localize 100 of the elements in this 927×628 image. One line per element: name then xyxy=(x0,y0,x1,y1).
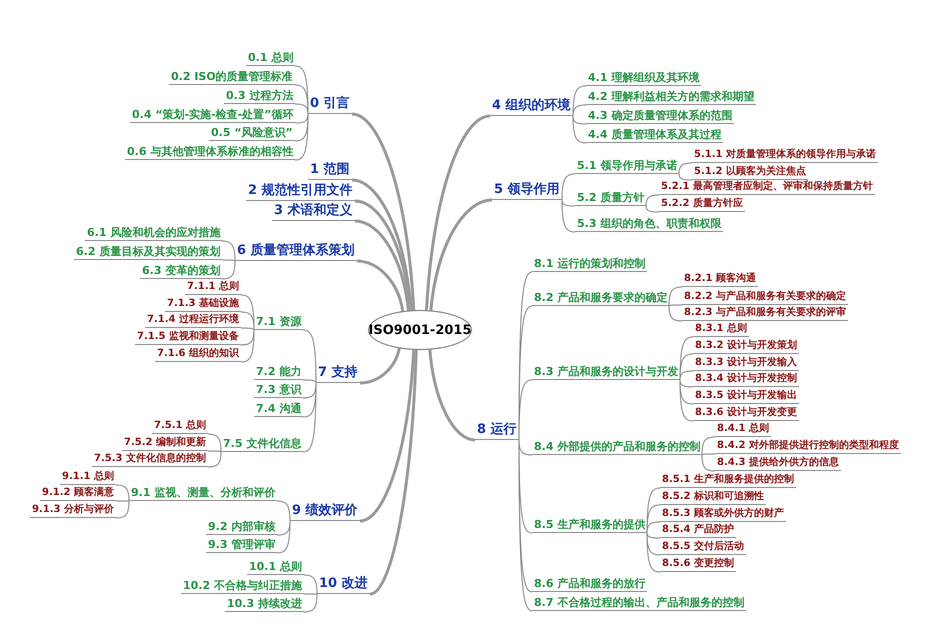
topic-label: 5.2.2 质量方针应 xyxy=(659,198,745,212)
topic-label: 7.1.4 过程运行环境 xyxy=(145,314,241,328)
topic-label: 7.3 意识 xyxy=(254,383,304,398)
branch-line xyxy=(222,240,236,262)
topic-label: 4 组织的环境 xyxy=(490,98,573,116)
branch-line xyxy=(678,162,692,174)
branch-line xyxy=(702,454,716,472)
branch-line xyxy=(668,306,682,322)
topic-label: 9.1.3 分析与评价 xyxy=(30,504,116,518)
topic-label: 8.3.5 设计与开发输出 xyxy=(693,390,799,404)
branch-line xyxy=(680,380,694,422)
topic-label: 9.1.2 顾客满意 xyxy=(40,487,116,501)
branch-line xyxy=(702,454,716,456)
topic-label: 5 领导作用 xyxy=(492,182,562,200)
main-branch-line xyxy=(352,112,416,310)
topic-label: 8.3.4 设计与开发控制 xyxy=(693,373,799,387)
branch-line xyxy=(294,114,308,160)
topic-label: 8.4.1 总则 xyxy=(715,423,771,437)
main-branch-line xyxy=(356,260,404,312)
topic-label: 7 支持 xyxy=(316,365,360,383)
topic-label: 8 运行 xyxy=(475,422,519,440)
topic-label: 6.3 变革的策划 xyxy=(140,264,222,280)
topic-label: 8.5.2 标识和可追溯性 xyxy=(660,491,766,505)
branch-line xyxy=(302,380,316,384)
branch-line xyxy=(646,532,660,572)
topic-label: 8.2.2 与产品和服务有关要求的确定 xyxy=(682,291,848,305)
topic-label: 7.1.6 组织的知识 xyxy=(155,348,241,362)
branch-line xyxy=(240,312,254,330)
branch-line xyxy=(302,382,316,452)
topic-label: 8.4.2 对外部提供进行控制的类型和程度 xyxy=(715,440,901,454)
topic-label: 2 规范性引用文件 xyxy=(246,183,355,201)
topic-label: 9.3 管理评审 xyxy=(206,538,278,554)
topic-label: 8.5.4 产品防护 xyxy=(660,524,736,538)
branch-line xyxy=(208,452,222,468)
topic-label: 9.2 内部审核 xyxy=(206,520,278,536)
topic-label: 8.5.5 交付后活动 xyxy=(660,541,746,555)
topic-label: 8.7 不合格过程的输出、产品和服务的控制 xyxy=(532,596,746,612)
topic-label: 10.3 持续改进 xyxy=(225,597,304,612)
topic-label: 10 改进 xyxy=(317,576,370,594)
branch-line xyxy=(646,522,660,534)
topic-label: 10.2 不合格与纠正措施 xyxy=(181,579,304,594)
main-branch-line xyxy=(425,114,490,310)
topic-label: 8.3.1 总则 xyxy=(693,323,749,337)
main-branch-line xyxy=(429,198,492,311)
topic-label: 7.1.5 监视和测量设备 xyxy=(135,331,241,345)
main-branch-line xyxy=(360,348,401,384)
branch-line xyxy=(240,330,254,362)
branch-line xyxy=(572,104,586,116)
branch-line xyxy=(116,500,130,502)
branch-line xyxy=(222,260,236,262)
branch-line xyxy=(222,260,236,280)
topic-label: 8.2 产品和服务要求的确定 xyxy=(532,291,670,306)
branch-line xyxy=(668,286,682,306)
topic-label: 4.3 确定质量管理体系的范围 xyxy=(586,109,734,124)
branch-line xyxy=(116,484,130,502)
topic-label: 8.5 生产和服务的提供 xyxy=(532,518,648,534)
topic-label: 9.1.1 总则 xyxy=(60,471,116,485)
branch-line xyxy=(702,436,716,456)
branch-line xyxy=(294,104,308,114)
topic-label: 3 术语和定义 xyxy=(272,203,355,221)
branch-line xyxy=(304,574,318,594)
topic-label: 9.1 监视、测量、分析和评价 xyxy=(129,486,278,502)
topic-label: 0.1 总则 xyxy=(246,51,296,66)
main-branch-line xyxy=(428,349,476,442)
topic-label: 4.2 理解利益相关方的需求和期望 xyxy=(586,90,756,106)
topic-label: 8.5.1 生产和服务提供的控制 xyxy=(660,474,796,488)
branch-line xyxy=(678,174,692,180)
branch-line xyxy=(518,380,532,440)
topic-label: 0.5 “风险意识” xyxy=(209,126,295,142)
topic-label: 8.4.3 提供给外供方的信息 xyxy=(715,457,841,471)
main-branch-line xyxy=(352,178,413,310)
branch-line xyxy=(208,434,222,452)
topic-label: 7.1.1 总则 xyxy=(185,281,241,295)
topic-label: 7.5.2 编制和更新 xyxy=(122,437,208,451)
branch-line xyxy=(646,532,660,538)
topic-label: 5.1.1 对质量管理体系的领导作用与承诺 xyxy=(692,149,878,163)
topic-label: 8.2.1 顾客沟通 xyxy=(682,273,758,287)
topic-label: 6.1 风险和机会的应对措施 xyxy=(85,226,222,242)
branch-line xyxy=(680,380,694,388)
branch-line xyxy=(276,520,290,554)
branch-line xyxy=(302,330,316,384)
topic-label: 5.1 领导作用与承诺 xyxy=(575,159,680,174)
main-branch-line xyxy=(354,220,410,311)
branch-line xyxy=(646,194,660,206)
topic-label: 0.2 ISO的质量管理标准 xyxy=(169,70,295,86)
topic-label: 9 绩效评价 xyxy=(290,503,360,521)
topic-label: 8.5.6 变更控制 xyxy=(660,558,736,572)
branch-line xyxy=(572,116,586,124)
topic-label: 5.3 组织的角色、职责和权限 xyxy=(575,217,724,232)
topic-label: 7.5 文件化信息 xyxy=(221,437,304,452)
branch-line xyxy=(294,114,308,124)
topic-label: 7.1.3 基础设施 xyxy=(165,298,241,312)
main-branch-line xyxy=(360,350,416,522)
topic-label: 7.4 沟通 xyxy=(254,402,304,418)
branch-line xyxy=(276,500,290,522)
central-topic-ellipse: ISO9001-2015 xyxy=(368,310,472,350)
branch-line xyxy=(562,174,576,200)
topic-label: 8.3 产品和服务的设计与开发 xyxy=(532,365,680,380)
main-branch-line xyxy=(369,350,418,596)
topic-label: 6 质量管理体系策划 xyxy=(235,243,357,261)
